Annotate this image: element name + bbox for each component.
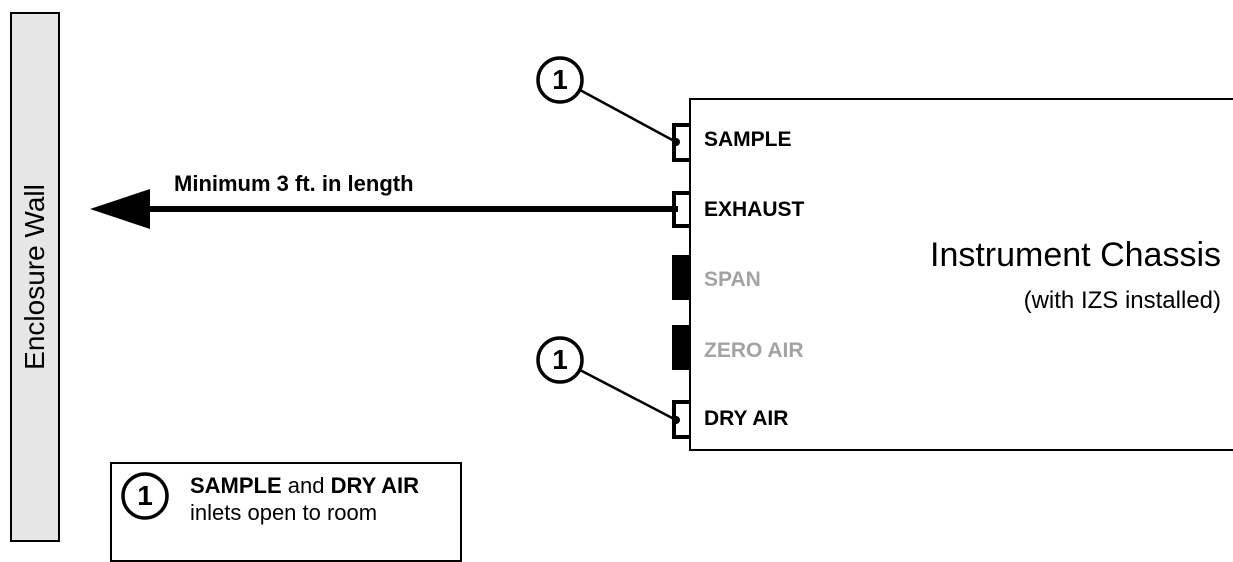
callout-dot-dry-air	[672, 416, 680, 424]
callout-number-dry-air: 1	[552, 344, 568, 375]
sample-fitting	[672, 123, 690, 162]
exhaust-fitting	[672, 191, 690, 228]
callout-leader-dry-air	[579, 368, 677, 422]
port-label-exhaust: EXHAUST	[704, 198, 805, 221]
port-label-sample: SAMPLE	[704, 128, 792, 151]
callout-dot-sample	[672, 138, 680, 146]
exhaust-length-label: Minimum 3 ft. in length	[174, 171, 414, 196]
port-label-zero-air: ZERO AIR	[704, 339, 804, 362]
enclosure-wall	[10, 12, 60, 542]
exhaust-arrowhead	[90, 189, 150, 229]
legend-connector: and	[281, 473, 331, 498]
callout-number-sample: 1	[552, 64, 568, 95]
legend-term-dry-air: DRY AIR	[330, 473, 420, 498]
dry-air-fitting	[672, 400, 690, 439]
instrument-chassis	[689, 98, 1233, 451]
zero-air-fitting	[672, 325, 690, 370]
port-label-span: SPAN	[704, 268, 761, 291]
port-label-dry-air: DRY AIR	[704, 407, 789, 430]
legend-rest: inlets open to room	[190, 500, 378, 525]
legend-note-text: SAMPLE and DRY AIR inlets open to room	[190, 472, 452, 526]
chassis-title: Instrument Chassis	[930, 236, 1221, 274]
callout-leader-sample	[579, 88, 677, 144]
legend-callout-number: 1	[137, 480, 153, 511]
chassis-subtitle: (with IZS installed)	[1023, 287, 1221, 314]
legend-term-sample: SAMPLE	[190, 473, 282, 498]
span-fitting	[672, 255, 690, 300]
enclosure-wall-label: Enclosure Wall	[19, 184, 50, 370]
